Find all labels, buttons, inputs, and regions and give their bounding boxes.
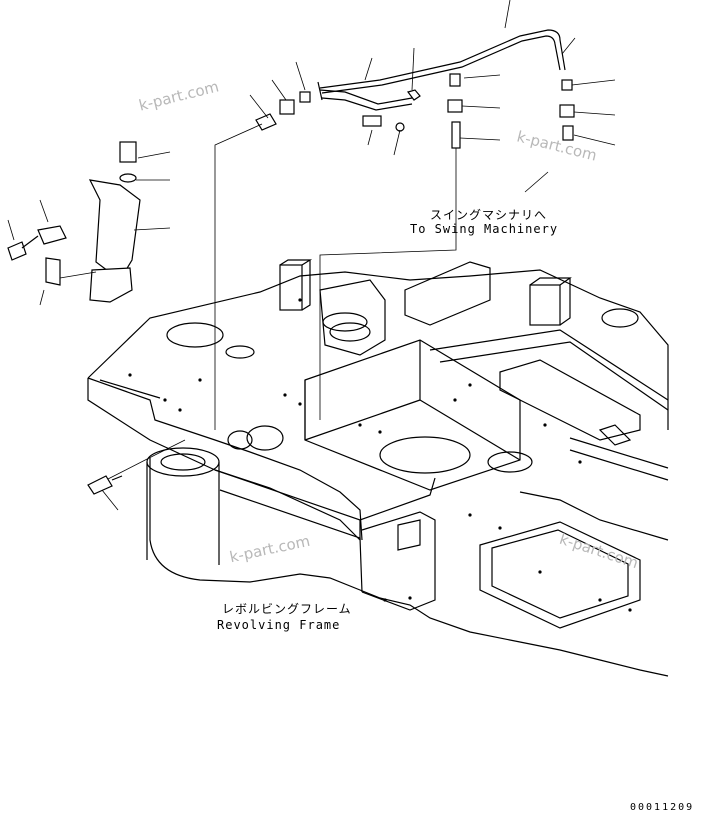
swing-machinery-label-jp: スイングマシナリへ [430,208,548,222]
pressure-switch [87,475,123,495]
frame-holes [128,298,632,612]
revolving-frame-label-en: Revolving Frame [217,618,341,632]
drawing-number: 00011209 [630,802,695,813]
bracket-parts [7,141,141,303]
leader-lines [7,0,616,511]
revolving-frame-label-jp: レボルビングフレーム [222,602,352,616]
pipe-assembly [317,29,566,111]
fittings [255,73,575,149]
swing-machinery-label-en: To Swing Machinery [410,222,559,236]
revolving-frame [87,259,669,677]
